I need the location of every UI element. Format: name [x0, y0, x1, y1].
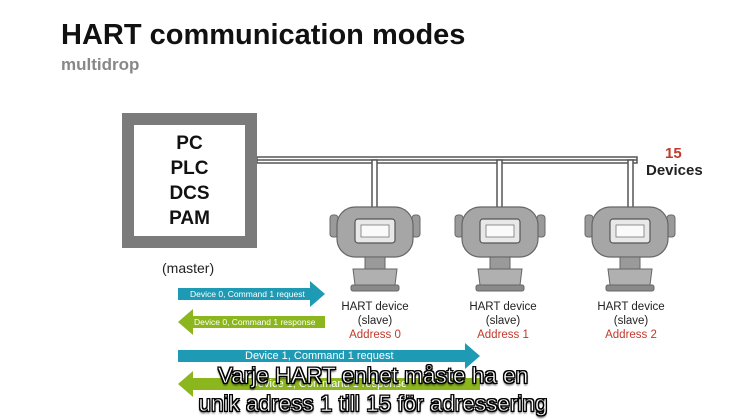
arrow-label-response-1: Device 1, Command 1 response: [250, 378, 408, 390]
arrow-request-0: [178, 281, 325, 307]
device-role: (slave): [357, 315, 393, 327]
hart-device-icon: [329, 206, 421, 292]
bus-line: [256, 156, 638, 164]
master-box: PC PLC DCS PAM: [122, 113, 257, 248]
subtitle-caption-line-2: unik adress 1 till 15 för adressering: [198, 391, 548, 417]
device-name: HART device: [597, 301, 665, 313]
device-role: (slave): [613, 315, 649, 327]
arrow-response-0: [178, 309, 325, 335]
master-line-dcs: DCS: [169, 182, 210, 204]
subtitle-caption-line-1: Varje HART enhet måste ha en: [217, 363, 529, 389]
device-role: (slave): [485, 315, 521, 327]
arrow-response-1: [178, 371, 480, 397]
device-label-2: HART device (slave) Address 2: [576, 300, 686, 342]
arrow-label-request-1: Device 1, Command 1 request: [245, 350, 394, 362]
arrow-label-response-0: Device 0, Command 1 response: [194, 317, 316, 327]
device-count-label: Devices: [646, 162, 703, 179]
device-label-1: HART device (slave) Address 1: [448, 300, 558, 342]
master-label: (master): [162, 260, 215, 276]
drop-lines: [371, 159, 634, 211]
device-name: HART device: [469, 301, 537, 313]
device-count-number: 15: [665, 145, 682, 162]
slide-subtitle: multidrop: [61, 55, 140, 74]
message-arrows: [178, 281, 480, 397]
master-line-pc: PC: [176, 132, 203, 154]
device-address: Address 1: [477, 329, 529, 341]
master-line-pam: PAM: [169, 207, 210, 229]
device-name: HART device: [341, 301, 409, 313]
device-address: Address 2: [605, 329, 657, 341]
arrow-request-1: [178, 343, 480, 369]
hart-device-icon: [454, 206, 546, 292]
master-line-plc: PLC: [170, 157, 209, 179]
device-label-0: HART device (slave) Address 0: [320, 300, 430, 342]
hart-device-icon: [584, 206, 676, 292]
device-address: Address 0: [349, 329, 401, 341]
slide-title: HART communication modes: [61, 19, 466, 51]
arrow-label-request-0: Device 0, Command 1 request: [190, 289, 305, 299]
